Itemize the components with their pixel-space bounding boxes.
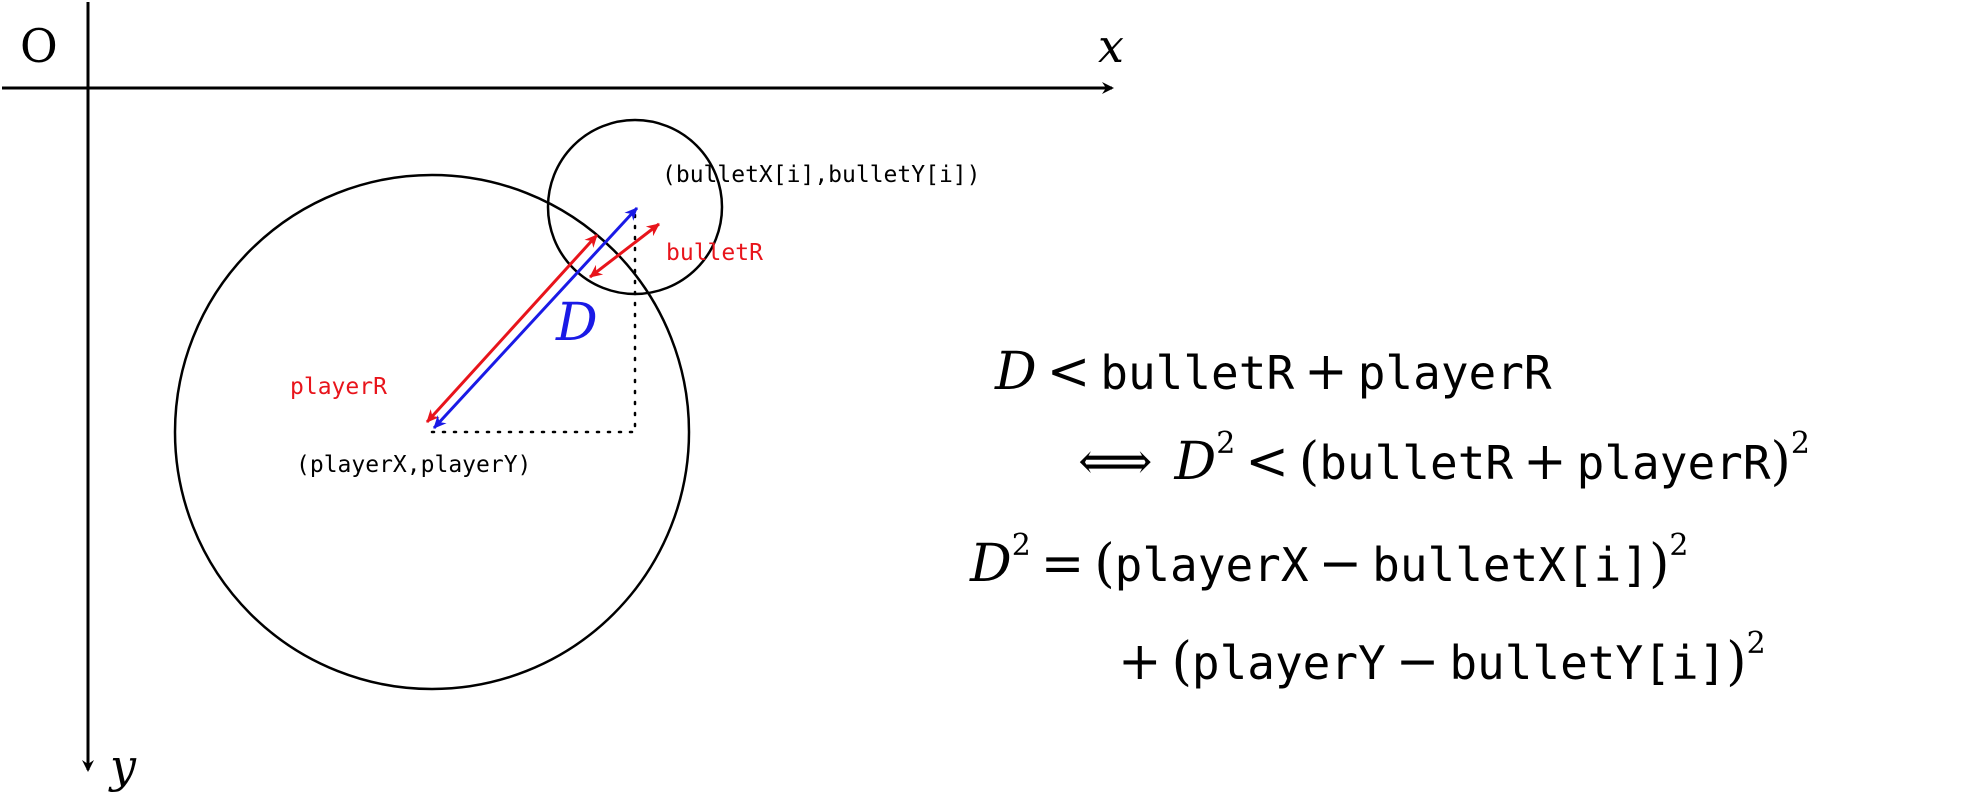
eq1-term-b: playerR <box>1357 346 1552 400</box>
distance-label: D <box>555 293 598 353</box>
eq2-term-a: bulletR <box>1319 436 1514 490</box>
eq2-term-b: playerR <box>1576 436 1771 490</box>
y-axis-label: y <box>108 739 137 793</box>
eq4-close: ) <box>1726 632 1747 692</box>
eq2-close: ) <box>1770 432 1791 492</box>
eq2-plus: + <box>1523 432 1567 492</box>
eq2-exp: 2 <box>1216 426 1236 461</box>
bullet-radius-arrow <box>589 222 660 279</box>
eq2-op: < <box>1245 432 1289 492</box>
eq3-exp: 2 <box>1011 528 1031 563</box>
origin-label: O <box>20 19 58 73</box>
eq3-exp2: 2 <box>1669 528 1689 563</box>
eq1-lhs: D <box>995 342 1037 402</box>
bullet-center-label: (bulletX[i],bulletY[i]) <box>662 162 981 188</box>
eq3-open: ( <box>1094 534 1115 594</box>
eq4-term-a: playerY <box>1191 636 1386 690</box>
equation-line-1: D<bulletR+playerR <box>995 346 1552 398</box>
equation-line-2: ⟺D2<(bulletR+playerR)2 <box>1078 429 1810 490</box>
eq3-lhs: D <box>970 534 1012 594</box>
distance-arrow <box>432 206 639 430</box>
eq1-op: < <box>1046 342 1091 402</box>
eq2-iff: ⟺ <box>1078 432 1153 492</box>
player-radius-label: playerR <box>290 374 387 400</box>
eq4-plus: + <box>1118 632 1162 692</box>
bullet-radius-label: bulletR <box>666 240 763 266</box>
eq3-term-b: bulletX[i] <box>1372 538 1650 592</box>
eq2-exp2: 2 <box>1790 426 1810 461</box>
eq1-plus: + <box>1304 342 1348 402</box>
eq3-minus: − <box>1318 534 1363 594</box>
eq4-minus: − <box>1395 632 1440 692</box>
equation-line-3: D2=(playerX−bulletX[i])2 <box>970 531 1688 592</box>
eq4-exp2: 2 <box>1746 626 1766 661</box>
eq1-term-a: bulletR <box>1100 346 1295 400</box>
eq2-open: ( <box>1298 432 1320 492</box>
bullet-circle <box>546 118 724 296</box>
eq4-open: ( <box>1171 632 1192 692</box>
equation-line-4: +(playerY−bulletY[i])2 <box>1118 629 1766 690</box>
eq3-eq: = <box>1040 534 1085 594</box>
eq2-lhs: D <box>1174 432 1217 492</box>
eq3-term-a: playerX <box>1114 538 1309 592</box>
eq3-close: ) <box>1649 534 1670 594</box>
x-axis-label: x <box>1098 19 1124 73</box>
eq4-term-b: bulletY[i] <box>1449 636 1727 690</box>
player-circle <box>173 173 691 691</box>
player-center-label: (playerX,playerY) <box>296 452 531 478</box>
